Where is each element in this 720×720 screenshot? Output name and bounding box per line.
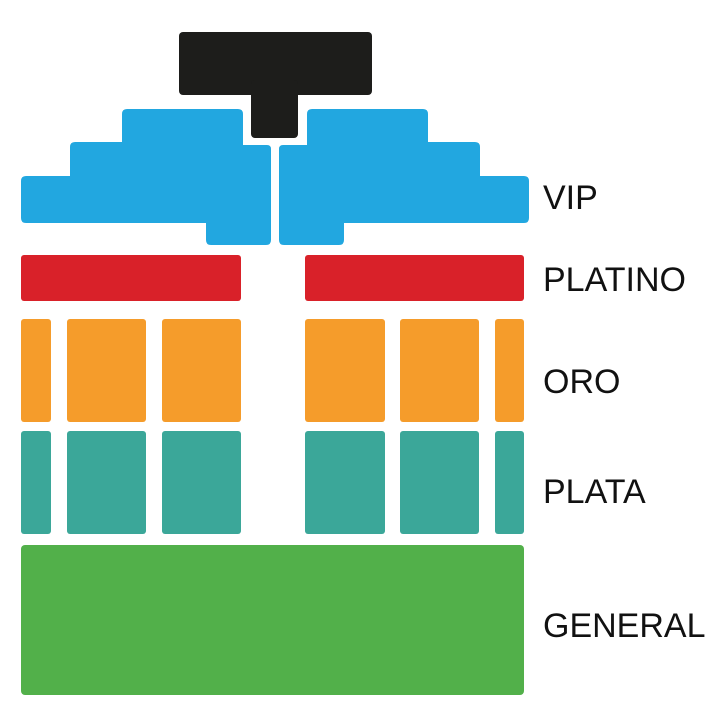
- oro-section-5[interactable]: [400, 319, 479, 422]
- oro-section-4[interactable]: [305, 319, 385, 422]
- plata-section-1[interactable]: [21, 431, 51, 534]
- section-label-vip: VIP: [543, 179, 598, 217]
- section-label-platino: PLATINO: [543, 261, 686, 299]
- plata-section-3[interactable]: [162, 431, 241, 534]
- plata-section-6[interactable]: [495, 431, 524, 534]
- platino-section-right[interactable]: [305, 255, 524, 301]
- oro-section-6[interactable]: [495, 319, 524, 422]
- general-section[interactable]: [21, 545, 524, 695]
- stage[interactable]: [179, 32, 372, 138]
- vip-section-left[interactable]: [21, 109, 271, 245]
- oro-section-1[interactable]: [21, 319, 51, 422]
- plata-section-4[interactable]: [305, 431, 385, 534]
- plata-section-5[interactable]: [400, 431, 479, 534]
- oro-section-3[interactable]: [162, 319, 241, 422]
- oro-section-2[interactable]: [67, 319, 146, 422]
- vip-section-right[interactable]: [279, 109, 529, 245]
- section-label-oro: ORO: [543, 363, 621, 401]
- platino-section-left[interactable]: [21, 255, 241, 301]
- section-label-general: GENERAL: [543, 607, 706, 645]
- section-label-plata: PLATA: [543, 473, 646, 511]
- plata-section-2[interactable]: [67, 431, 146, 534]
